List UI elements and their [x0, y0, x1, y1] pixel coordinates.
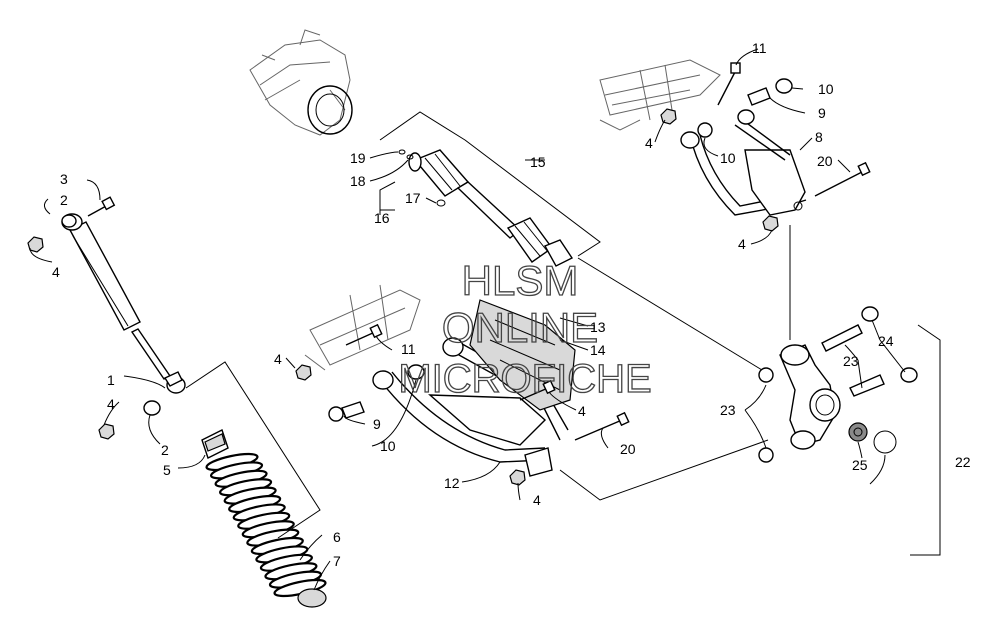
- watermark: HLSM ONLINE MICROFICHE: [398, 256, 653, 401]
- group-brackets: [185, 111, 941, 556]
- upper-a-arm: [680, 109, 807, 216]
- bolt-shock-upper: [87, 196, 116, 217]
- nut-shock-lower: [98, 423, 115, 440]
- callout-23-left: 23: [720, 402, 736, 418]
- bushing-upper: [61, 214, 77, 228]
- watermark-line3: MICROFICHE: [398, 357, 651, 401]
- chassis-sketch-right: [599, 59, 721, 131]
- callout-11-upper: 11: [752, 40, 767, 56]
- callout-2-lower: 2: [161, 442, 169, 458]
- callout-4-shock-upper: 4: [52, 264, 60, 280]
- callout-4-upper-arm: 4: [645, 135, 653, 151]
- callout-4-lower-arm-outer: 4: [533, 492, 541, 508]
- callout-8: 8: [815, 129, 823, 145]
- knuckle-hardware: [758, 306, 918, 463]
- callout-4-upper-arm-outer: 4: [738, 236, 746, 252]
- callout-13: 13: [590, 319, 606, 335]
- clamp: [436, 199, 446, 207]
- callout-12: 12: [444, 475, 460, 491]
- callout-24: 25: [852, 457, 868, 473]
- snap-ring: [398, 149, 406, 155]
- shock-absorber: [61, 213, 186, 394]
- spring-seat: [297, 588, 327, 608]
- bushing-lower: [143, 400, 161, 416]
- callout-7: 7: [333, 553, 341, 569]
- callout-1: 1: [107, 372, 115, 388]
- callout-labels: 3 2 4 1 4 2 5 6 7 19 18 17 16 15 11 10 9…: [52, 40, 971, 569]
- callout-23-right: 24: [878, 333, 894, 349]
- callout-18: 18: [350, 173, 366, 189]
- callout-3-lower-arm: 4: [578, 403, 586, 419]
- callout-15: 15: [530, 154, 546, 170]
- callout-10-lower: 10: [380, 438, 396, 454]
- callout-3-upper: 3: [60, 171, 68, 187]
- callout-leaders: [29, 48, 906, 591]
- callout-10-upper-left: 10: [720, 150, 736, 166]
- callout-20-lower: 20: [620, 441, 636, 457]
- watermark-line2: ONLINE: [442, 304, 598, 351]
- callout-16: 16: [374, 210, 390, 226]
- spring-retainer: [201, 429, 229, 459]
- chassis-sketch-center: [304, 284, 421, 371]
- washer: [406, 154, 414, 160]
- lower-arm-hardware: [295, 323, 630, 486]
- callout-4-shock-lower: 4: [107, 396, 115, 412]
- callout-9-lower: 9: [373, 416, 381, 432]
- chassis-sketch-upper: [249, 29, 353, 136]
- callout-4-lower-arm-inner: 4: [274, 351, 282, 367]
- callout-11-lower: 11: [401, 341, 416, 357]
- knuckle: [779, 344, 841, 450]
- callout-9-upper: 9: [818, 105, 826, 121]
- callout-2-upper: 2: [60, 192, 68, 208]
- watermark-line1: HLSM: [462, 257, 579, 304]
- coil-spring: [205, 452, 327, 598]
- callout-6: 6: [333, 529, 341, 545]
- callout-19: 19: [350, 150, 366, 166]
- axle-assembly: [408, 149, 574, 267]
- callout-10-upper-right: 10: [818, 81, 834, 97]
- callout-21: 22: [955, 454, 971, 470]
- callout-14: 14: [590, 342, 606, 358]
- callout-5: 5: [163, 462, 171, 478]
- callout-17: 17: [405, 190, 421, 206]
- callout-20-upper: 20: [817, 153, 833, 169]
- callout-22: 23: [843, 353, 859, 369]
